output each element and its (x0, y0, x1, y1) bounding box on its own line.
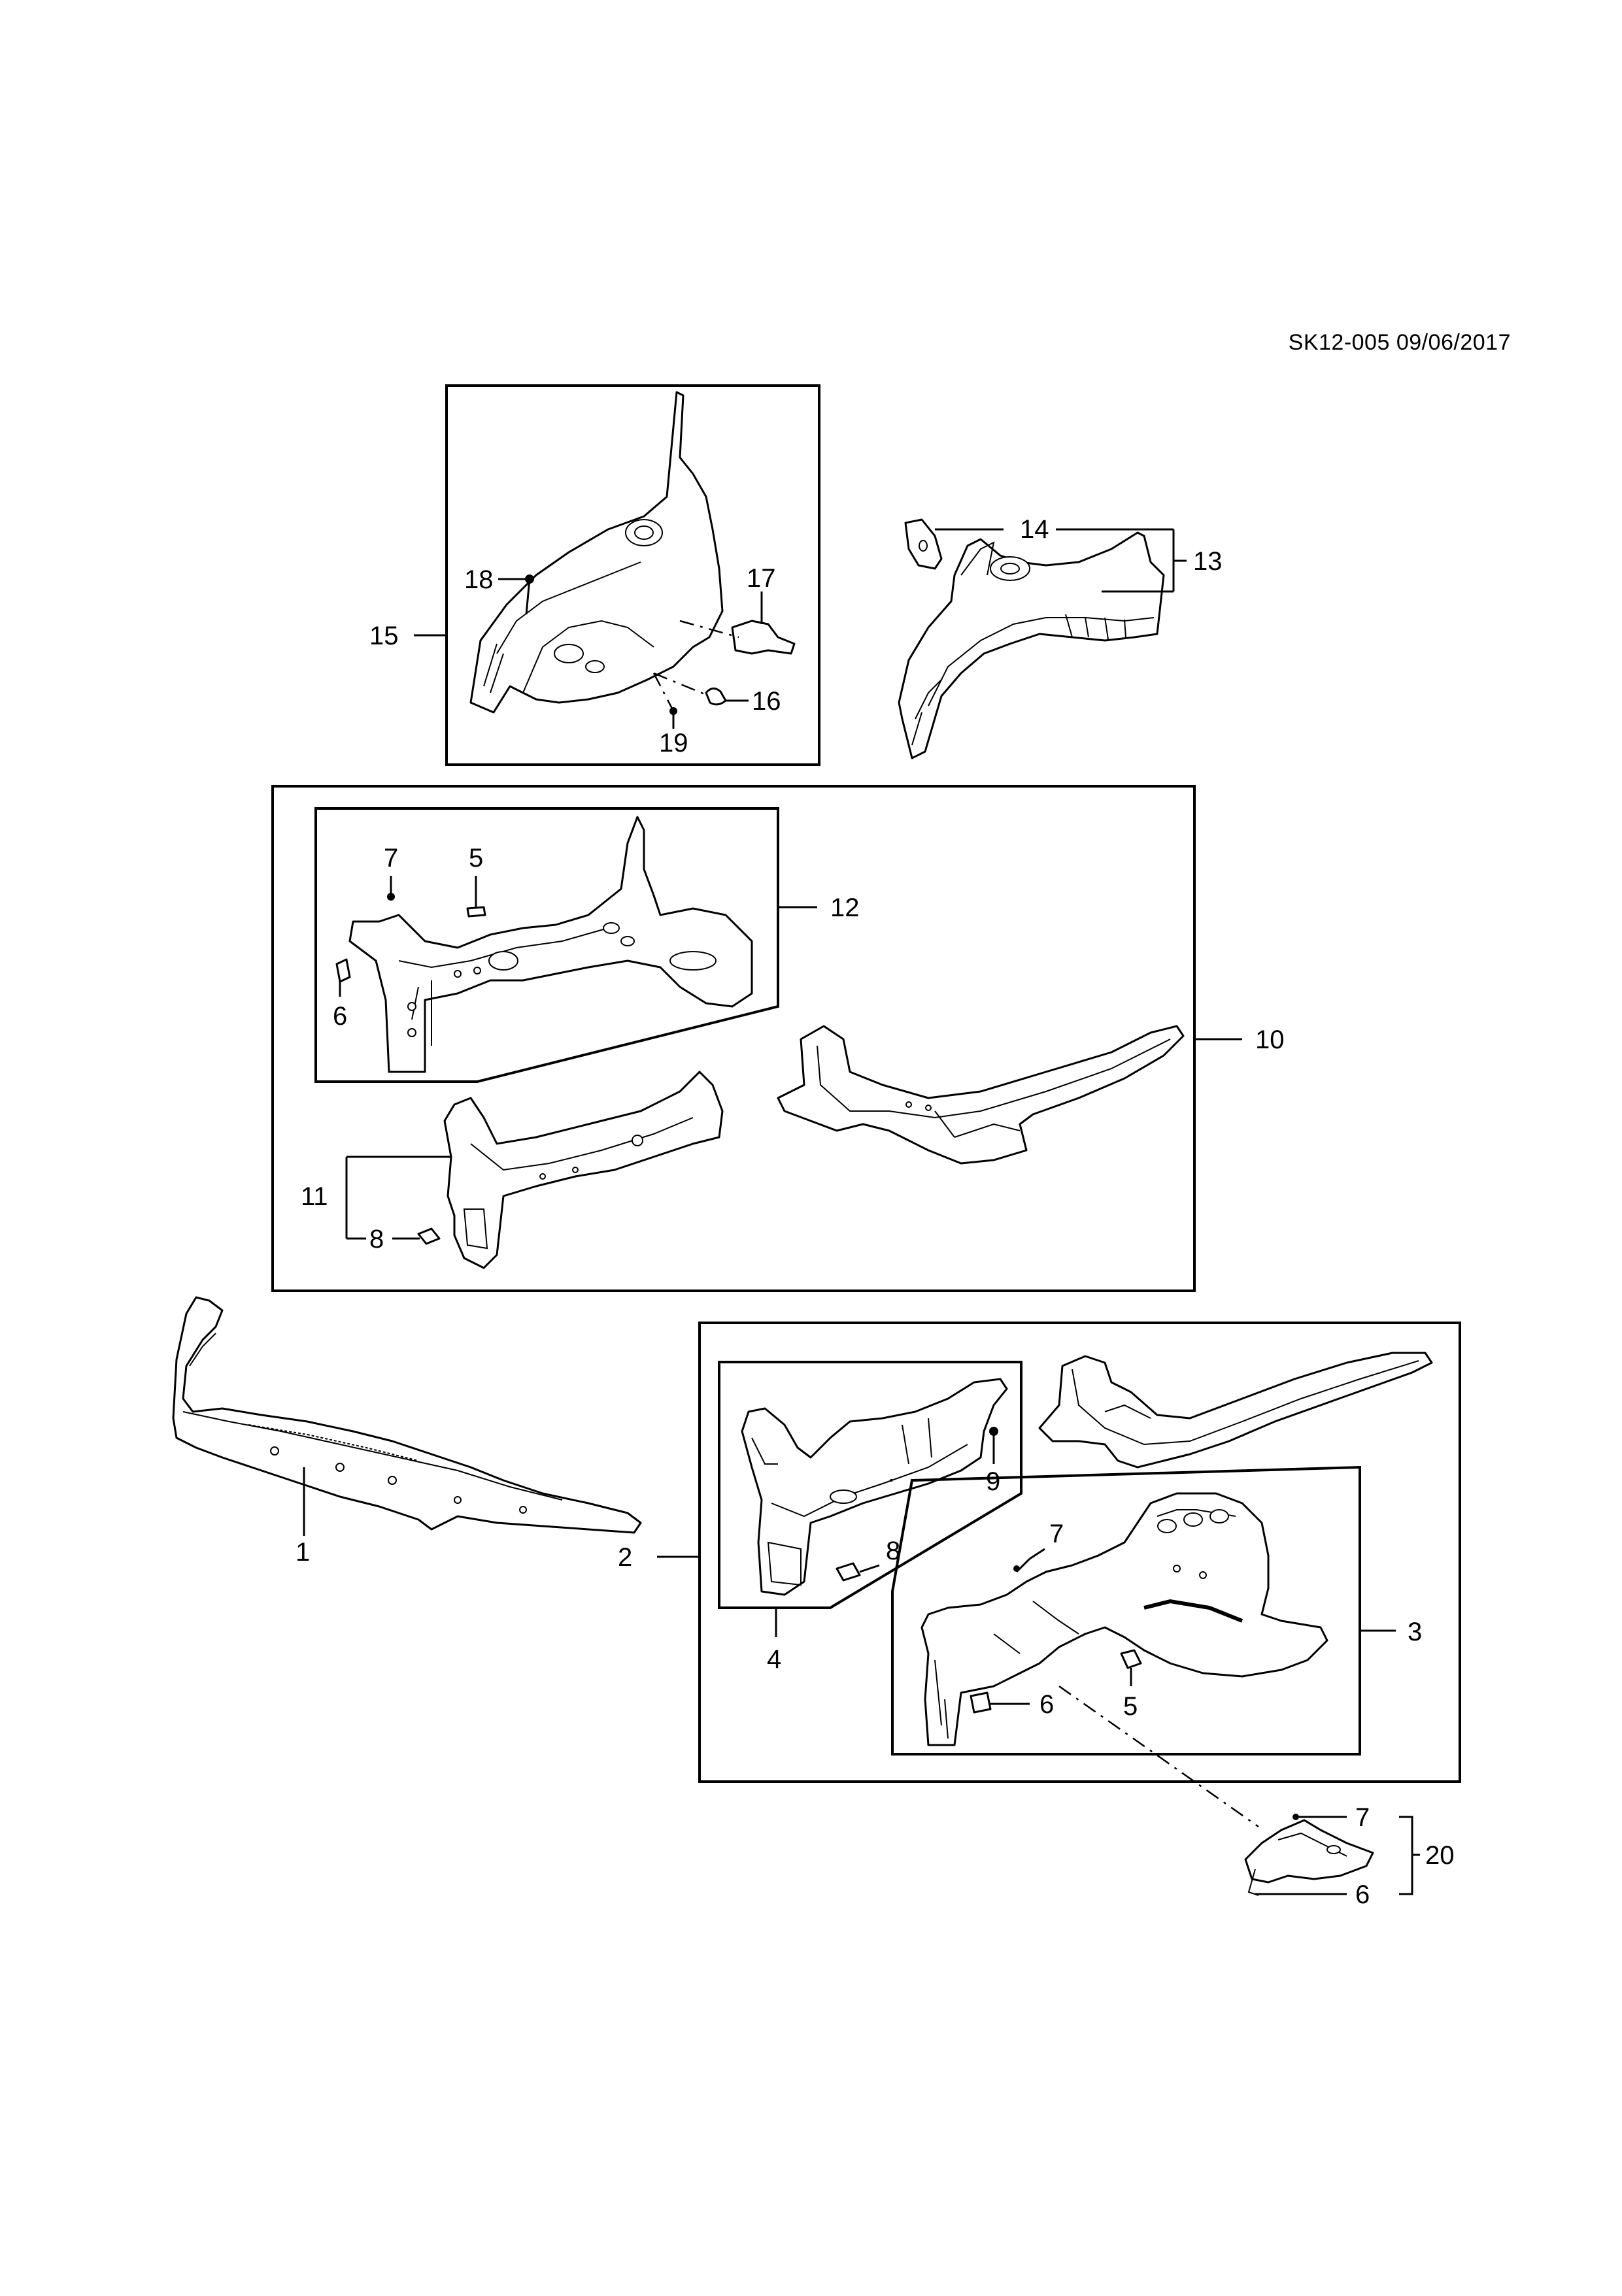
callout-6-b: 6 (1039, 1690, 1054, 1719)
bolt-7-a (387, 893, 395, 901)
group-4-frame (718, 1361, 1022, 1609)
front-rail-extension (777, 1025, 1185, 1165)
callout-16: 16 (752, 687, 781, 716)
callout-1: 1 (296, 1538, 310, 1567)
callout-7-b: 7 (1049, 1520, 1064, 1548)
callout-17: 17 (747, 564, 776, 593)
callout-10: 10 (1255, 1025, 1285, 1054)
callout-11: 11 (301, 1182, 328, 1211)
group-13: 14 13 (898, 515, 1223, 759)
callout-3: 3 (1408, 1618, 1422, 1646)
bolt-9 (989, 1427, 998, 1436)
clip-6-b (970, 1691, 992, 1714)
group-3-frame (890, 1465, 1361, 1755)
bracket-17 (731, 620, 796, 655)
callout-13: 13 (1193, 547, 1223, 576)
group-2: 2 4 9 8 3 (618, 1322, 1461, 1783)
callout-5-b: 5 (1123, 1692, 1138, 1721)
callout-5-a: 5 (469, 844, 483, 873)
callout-14: 14 (1020, 515, 1049, 544)
group-2-frame (698, 1322, 1461, 1783)
clip-6-a (335, 958, 351, 983)
group-20: 7 6 20 (1244, 1803, 1455, 1909)
callout-12: 12 (830, 893, 860, 922)
callout-7-a: 7 (384, 844, 398, 873)
callout-6-a: 6 (333, 1002, 347, 1031)
clip-16 (705, 688, 727, 706)
bracket-assembly-20 (1244, 1819, 1374, 1884)
stud-5-a (466, 906, 486, 918)
document-reference: SK12-005 09/06/2017 (1288, 330, 1511, 355)
front-rail-11 (443, 1071, 724, 1269)
front-rail-assembly-12 (348, 816, 753, 1073)
callout-7-c: 7 (1355, 1803, 1370, 1832)
callout-9: 9 (986, 1467, 1000, 1496)
callout-18: 18 (464, 565, 494, 594)
callout-20: 20 (1425, 1841, 1455, 1870)
front-end-upper-tie-bar-1 (172, 1296, 642, 1534)
callout-4: 4 (767, 1645, 781, 1674)
callout-2: 2 (618, 1543, 632, 1572)
callout-19: 19 (659, 729, 688, 757)
group-10: 10 12 7 5 6 (271, 785, 1285, 1292)
stud-5-b (1120, 1649, 1142, 1669)
nut-8-b (836, 1562, 861, 1582)
group-1: 1 (172, 1296, 642, 1567)
callout-15: 15 (369, 622, 399, 650)
callout-8-a: 8 (369, 1225, 384, 1254)
callout-8-b: 8 (886, 1537, 900, 1565)
bolt-7-c (1293, 1814, 1299, 1820)
nut-8-a (417, 1227, 441, 1245)
wheelhouse-assembly-15 (469, 391, 724, 714)
wheelhouse-panel-13 (898, 531, 1165, 759)
wheelhouse-rail-assembly-3 (921, 1492, 1328, 1746)
front-rail-extension-2 (1038, 1352, 1433, 1469)
group-12-frame (314, 807, 779, 1083)
group-15: 15 18 17 16 19 (369, 384, 820, 766)
group-15-frame (445, 384, 820, 766)
callout-6-c: 6 (1355, 1880, 1370, 1909)
